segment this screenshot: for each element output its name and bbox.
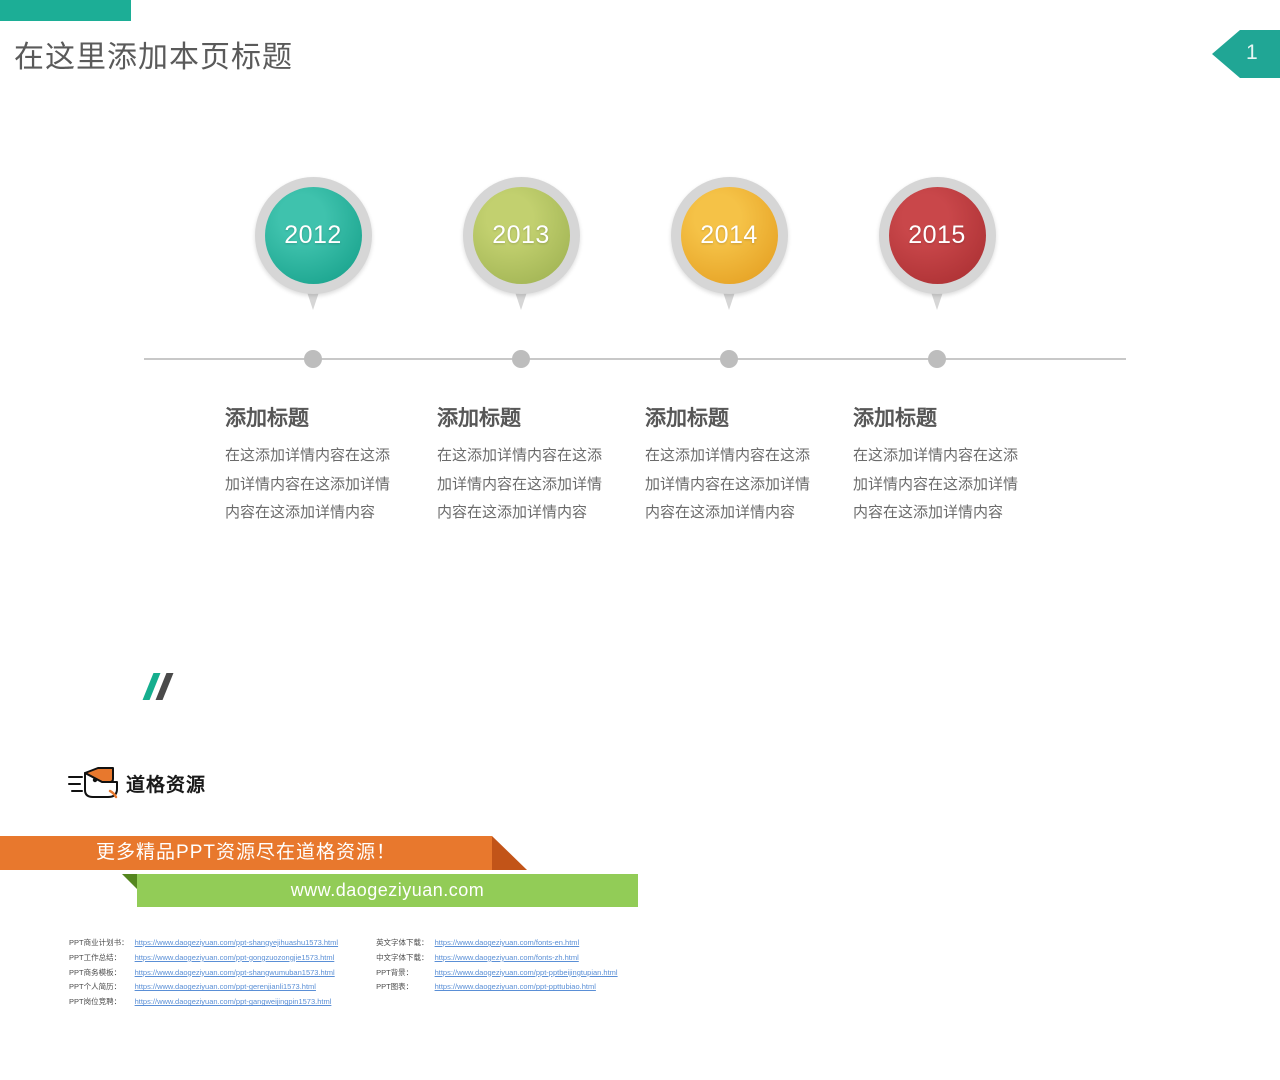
link-url-cell[interactable]: https://www.daogeziyuan.com/ppt-gangweij… (135, 995, 376, 1010)
timeline-marker-2013[interactable]: 2013 (462, 177, 580, 310)
link-label: PPT岗位竞聘： (69, 997, 122, 1007)
column-body: 在这添加详情内容在这添加详情内容在这添加详情内容在这添加详情内容 (645, 447, 811, 521)
page-title: 在这里添加本页标题 (14, 41, 293, 74)
timeline-marker-2014[interactable]: 2014 (670, 177, 788, 310)
page-number-label: 1 (1246, 41, 1258, 64)
link-label: PPT工作总结： (69, 952, 122, 962)
link-row: PPT商业计划书： https://www.daogeziyuan.com/pp… (69, 936, 656, 951)
column-title: 添加标题 (225, 407, 309, 430)
timeline-marker-2012[interactable]: 2012 (254, 177, 372, 310)
page-number-badge: 1 (1212, 30, 1280, 78)
timeline-dot (512, 350, 530, 368)
link-label: PPT商业计划书： (69, 938, 129, 947)
link-row: PPT个人简历： https://www.daogeziyuan.com/ppt… (69, 980, 656, 995)
resource-link-table: PPT商业计划书： https://www.daogeziyuan.com/pp… (69, 936, 656, 1010)
promo-ribbon-orange (0, 836, 492, 870)
timeline-column-1: 添加标题 在这添加详情内容在这添加详情内容在这添加详情内容在这添加详情内容 (225, 404, 397, 528)
pin-year-label: 2014 (700, 221, 758, 249)
link-label: PPT商务模板： (69, 967, 122, 977)
link-url[interactable]: https://www.daogeziyuan.com/ppt-shangyej… (134, 938, 339, 947)
link-label: 英文字体下载： (376, 938, 429, 947)
link-row: PPT商务模板： https://www.daogeziyuan.com/ppt… (69, 966, 656, 981)
link-url-cell[interactable]: https://www.daogeziyuan.com/ppt-ppttubia… (435, 980, 656, 995)
column-body: 在这添加详情内容在这添加详情内容在这添加详情内容在这添加详情内容 (437, 447, 603, 521)
timeline-axis (144, 358, 1126, 360)
dog-head-logo-icon (68, 767, 118, 799)
column-body: 在这添加详情内容在这添加详情内容在这添加详情内容在这添加详情内容 (225, 447, 391, 521)
timeline-dot (304, 350, 322, 368)
link-url[interactable]: https://www.daogeziyuan.com/ppt-gerenjia… (134, 982, 316, 992)
link-url-cell[interactable]: https://www.daogeziyuan.com/ppt-shangwum… (135, 966, 376, 981)
link-url[interactable]: https://www.daogeziyuan.com/fonts-zh.htm… (434, 952, 579, 962)
link-url-cell[interactable]: https://www.daogeziyuan.com/ppt-pptbeiji… (435, 966, 656, 981)
timeline-dot (720, 350, 738, 368)
column-title: 添加标题 (437, 407, 521, 430)
header-accent-bar (0, 0, 131, 21)
double-slash-icon (142, 673, 186, 700)
link-url[interactable]: https://www.daogeziyuan.com/ppt-shangwum… (134, 967, 335, 977)
link-url[interactable]: https://www.daogeziyuan.com/ppt-gangweij… (134, 997, 332, 1007)
link-label (376, 995, 435, 1010)
pin-year-label: 2013 (492, 221, 550, 249)
column-body: 在这添加详情内容在这添加详情内容在这添加详情内容在这添加详情内容 (853, 447, 1019, 521)
pin-inner-circle: 2014 (680, 187, 778, 284)
pin-inner-circle: 2012 (264, 187, 362, 284)
brand-logo-text: 道格资源 (126, 774, 207, 796)
column-title: 添加标题 (645, 407, 729, 430)
link-url[interactable]: https://www.daogeziyuan.com/fonts-en.htm… (434, 938, 580, 947)
link-url-cell[interactable]: https://www.daogeziyuan.com/ppt-gongzuoz… (135, 951, 376, 966)
link-url-cell[interactable] (435, 995, 656, 1010)
link-url-cell[interactable]: https://www.daogeziyuan.com/ppt-gerenjia… (135, 980, 376, 995)
link-row: PPT岗位竞聘： https://www.daogeziyuan.com/ppt… (69, 995, 656, 1010)
timeline-column-3: 添加标题 在这添加详情内容在这添加详情内容在这添加详情内容在这添加详情内容 (645, 404, 817, 528)
timeline-dot (928, 350, 946, 368)
timeline-column-2: 添加标题 在这添加详情内容在这添加详情内容在这添加详情内容在这添加详情内容 (437, 404, 609, 528)
promo-ribbon-orange-text: 更多精品PPT资源尽在道格资源！ (96, 842, 396, 863)
link-url[interactable]: https://www.daogeziyuan.com/ppt-gongzuoz… (134, 952, 335, 962)
brand-logo: 道格资源 (68, 765, 206, 801)
promo-ribbon-orange-fold (492, 836, 527, 870)
link-url-cell[interactable]: https://www.daogeziyuan.com/fonts-zh.htm… (435, 951, 656, 966)
pin-year-label: 2012 (284, 221, 342, 249)
pin-inner-circle: 2013 (472, 187, 570, 284)
link-label: 中文字体下载： (376, 952, 429, 962)
promo-ribbon-green (137, 874, 638, 907)
column-title: 添加标题 (853, 407, 937, 430)
link-url[interactable]: https://www.daogeziyuan.com/ppt-ppttubia… (434, 982, 596, 992)
link-url[interactable]: https://www.daogeziyuan.com/ppt-pptbeiji… (434, 967, 618, 977)
link-url-cell[interactable]: https://www.daogeziyuan.com/fonts-en.htm… (435, 936, 656, 951)
promo-ribbon-green-text: www.daogeziyuan.com (290, 880, 485, 900)
timeline-column-4: 添加标题 在这添加详情内容在这添加详情内容在这添加详情内容在这添加详情内容 (853, 404, 1025, 528)
pin-inner-circle: 2015 (888, 187, 986, 284)
timeline-marker-2015[interactable]: 2015 (878, 177, 996, 310)
link-row: PPT工作总结： https://www.daogeziyuan.com/ppt… (69, 951, 656, 966)
link-label: PPT图表： (376, 982, 414, 992)
link-label: PPT背景： (376, 967, 414, 977)
link-label: PPT个人简历： (69, 982, 122, 992)
link-url-cell[interactable]: https://www.daogeziyuan.com/ppt-shangyej… (135, 936, 376, 951)
pin-year-label: 2015 (908, 221, 966, 249)
